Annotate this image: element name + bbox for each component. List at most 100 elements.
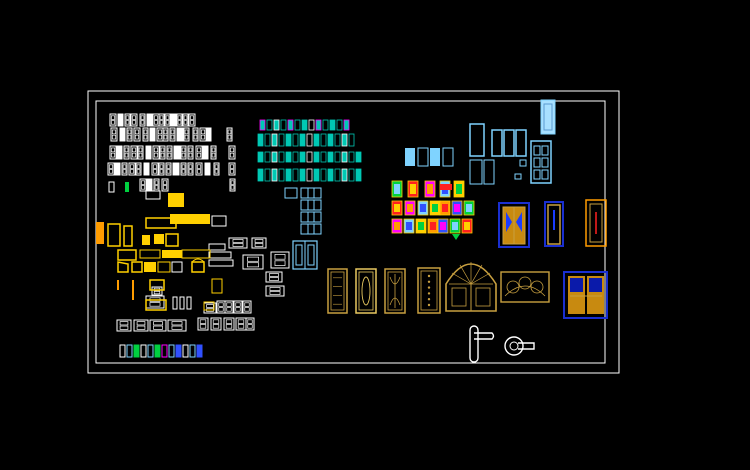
blue-double-door — [563, 271, 608, 319]
door-panel — [160, 147, 165, 153]
door-panel — [136, 325, 146, 330]
gate-outline — [445, 263, 497, 312]
door-panel — [244, 302, 250, 307]
door-outline — [265, 271, 283, 283]
stained-glass-door — [424, 180, 436, 198]
door-panel — [153, 291, 161, 295]
white-door-block — [187, 145, 194, 160]
colored-door-icon — [292, 151, 299, 163]
colored-door-icon — [320, 151, 327, 163]
door-panel — [181, 152, 186, 158]
gold-door-leaf — [547, 204, 561, 245]
door-panel — [200, 134, 206, 140]
glass-panel — [466, 204, 472, 212]
door-outline — [188, 113, 196, 127]
door-panel — [120, 134, 125, 140]
white-door-block — [151, 286, 163, 296]
white-door-block — [128, 162, 136, 176]
yellow-arch — [191, 258, 205, 263]
colored-door-icon — [285, 168, 292, 182]
stained-glass-door-grid[interactable] — [391, 180, 475, 240]
door-panel — [218, 302, 224, 307]
colored-door-icon — [168, 344, 175, 358]
white-door-block — [152, 113, 160, 127]
white-door-block — [124, 113, 131, 127]
white-door-block — [164, 113, 171, 127]
door-panel — [134, 134, 140, 140]
door-panel — [167, 152, 172, 158]
glass-panel — [430, 222, 436, 230]
white-door-block — [162, 127, 169, 142]
colored-door-icon — [315, 119, 322, 131]
colored-door-icon — [266, 119, 273, 131]
white-door-block — [208, 243, 226, 251]
door-panel — [143, 129, 148, 135]
door-outline — [270, 251, 290, 269]
door-panel — [120, 129, 125, 135]
yellow-door-block — [117, 261, 129, 273]
door-panel — [131, 115, 137, 120]
stained-glass-door — [427, 218, 439, 234]
yellow-door-blocks[interactable] — [96, 190, 227, 311]
stained-glass-door — [403, 218, 415, 234]
glass-panel — [394, 184, 400, 194]
white-door-block — [149, 127, 156, 142]
door-outline — [208, 259, 234, 267]
white-door-block — [208, 251, 232, 259]
door-panel — [122, 169, 127, 174]
colored-door-strip[interactable] — [119, 344, 203, 358]
door-panel — [162, 185, 168, 190]
colored-door-icon — [341, 133, 348, 147]
door-stud — [427, 303, 431, 307]
door-panel — [541, 169, 549, 180]
white-door-block — [153, 178, 160, 192]
cyan-panel-door — [530, 140, 552, 184]
door-panel — [160, 152, 165, 158]
colored-door-icon — [306, 151, 313, 163]
round-handle-icon — [504, 336, 535, 356]
carved-gold-door-elevations[interactable] — [327, 262, 550, 314]
door-handle-blocks[interactable] — [469, 325, 535, 363]
colored-door-icon — [196, 344, 203, 358]
door-panel — [212, 319, 220, 324]
colored-door-icon — [327, 151, 334, 163]
door-panel — [173, 169, 179, 174]
cyan-door-elevations[interactable] — [405, 99, 556, 185]
door-panel — [153, 321, 163, 326]
colored-door-icon — [278, 151, 285, 163]
door-panel — [533, 169, 541, 180]
stained-glass-door — [461, 218, 473, 234]
door-panel — [150, 134, 155, 140]
door-panel — [159, 169, 164, 174]
door-stud — [427, 280, 431, 283]
door-outline — [242, 300, 252, 314]
door-panel — [230, 180, 235, 185]
white-door-block — [195, 145, 203, 160]
gate-spoke — [470, 264, 483, 285]
colored-door-icon — [348, 168, 355, 182]
cyan-door-filled — [405, 148, 415, 166]
orange-door-block — [96, 222, 104, 244]
door-panel — [159, 115, 164, 120]
blue-gold-door-elevations[interactable] — [498, 199, 608, 319]
door-outline — [162, 127, 169, 142]
yellow-door-block — [191, 261, 205, 273]
door-panel — [119, 321, 129, 326]
door-outline — [173, 145, 181, 160]
door-outline — [133, 319, 149, 332]
door-panel — [295, 244, 303, 266]
door-panel — [232, 243, 244, 247]
yellow-door-block — [131, 261, 143, 273]
door-panel — [229, 164, 235, 169]
colored-door-icon — [334, 151, 341, 163]
door-panel — [274, 260, 286, 266]
handle-plate — [469, 325, 479, 363]
door-panel — [227, 134, 232, 140]
carved-gold-door — [417, 267, 441, 314]
door-panel — [211, 152, 216, 158]
white-door-block — [139, 113, 146, 127]
colored-door-icon-grid[interactable] — [257, 119, 362, 270]
door-panel — [153, 120, 159, 125]
